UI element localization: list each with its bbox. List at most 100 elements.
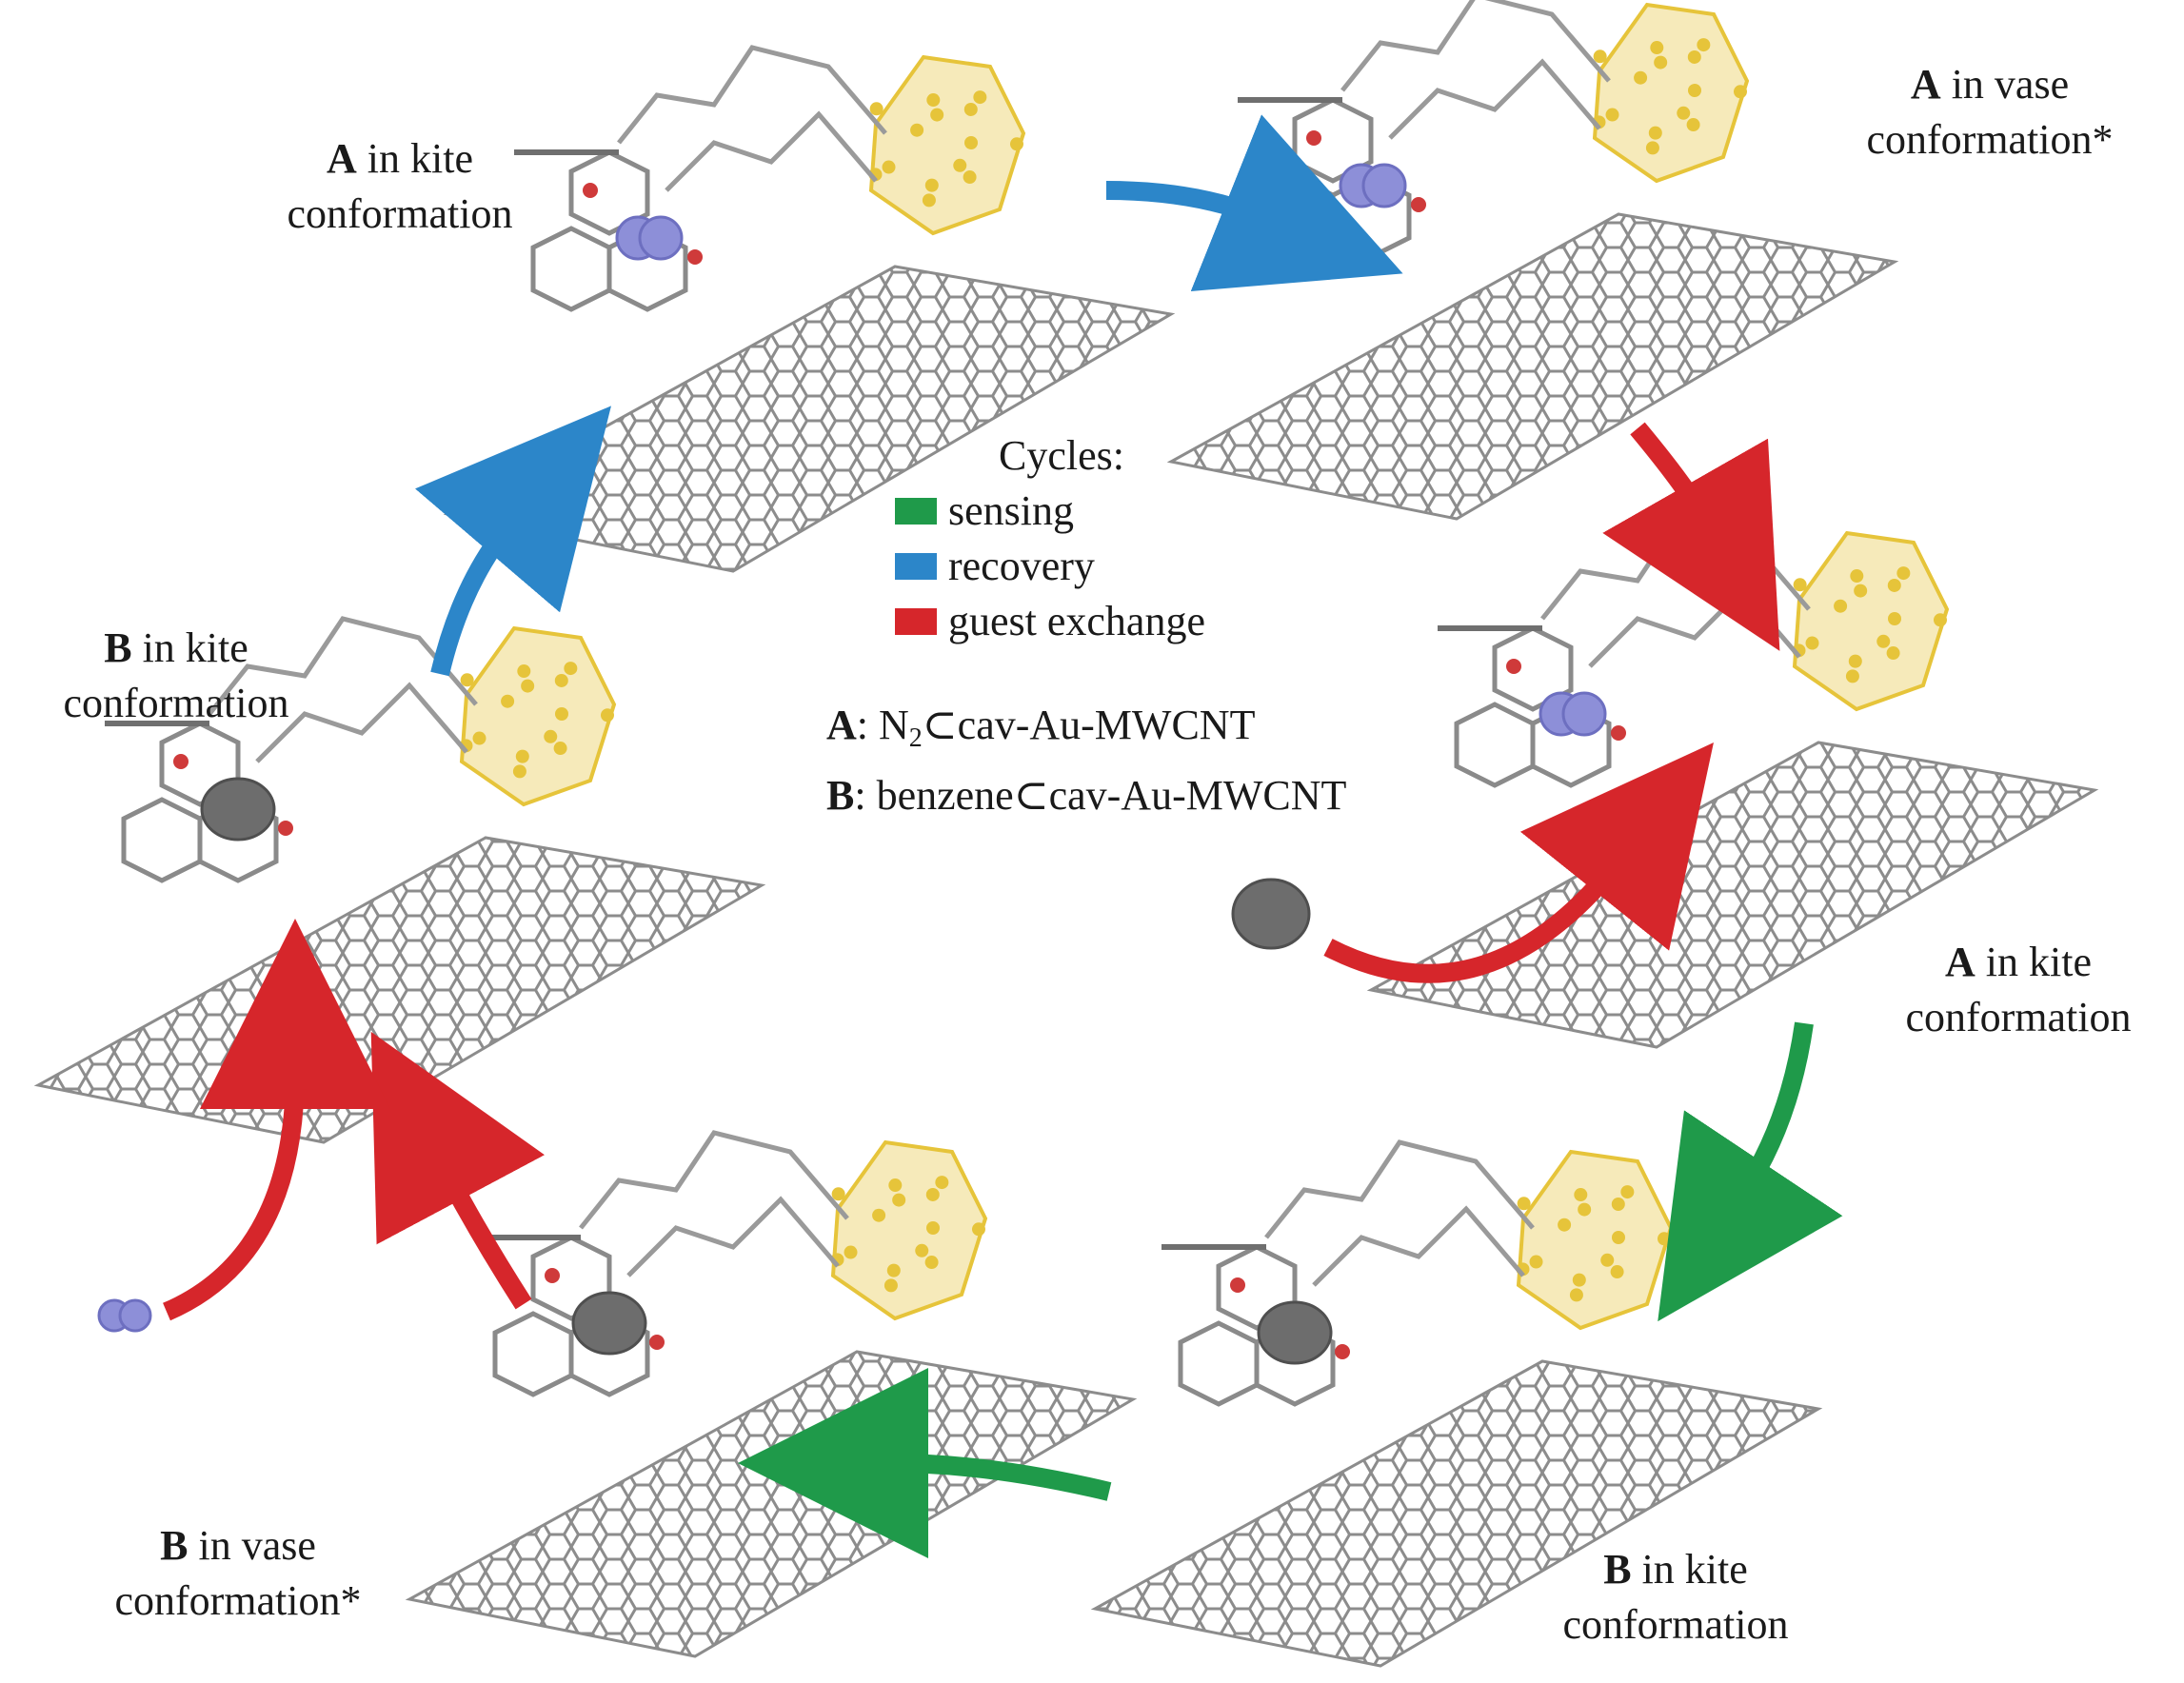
- linker-chain: [579, 1130, 849, 1230]
- cycle-arrow: [1323, 742, 1715, 983]
- gold-atom: [1634, 70, 1648, 85]
- gold-atom: [1933, 613, 1947, 627]
- label-text: in kite: [142, 624, 248, 671]
- label-text: conformation: [1562, 1601, 1789, 1648]
- gold-atom: [1529, 1255, 1543, 1269]
- gold-cluster: [1516, 1149, 1674, 1331]
- linker-chain: [208, 616, 478, 716]
- legend-label: sensing: [948, 487, 1074, 534]
- linker-chain: [1312, 1205, 1525, 1287]
- gold-atom: [1854, 584, 1868, 598]
- graphene-sheet: [33, 836, 766, 1144]
- legend-label: guest exchange: [948, 598, 1205, 644]
- gold-atom: [1645, 141, 1659, 155]
- legend-item-sensing: sensing: [895, 484, 1233, 539]
- gold-atom: [886, 1263, 901, 1277]
- nitrogen-molecule: [118, 1298, 152, 1333]
- linker-chain: [617, 45, 887, 145]
- label-letter: B: [104, 624, 132, 671]
- benzene-molecule: [1231, 878, 1311, 950]
- gold-atom: [882, 160, 896, 174]
- legend-label: recovery: [948, 543, 1095, 589]
- nitrogen-molecule: [1361, 163, 1407, 208]
- gold-atom: [1650, 41, 1664, 55]
- oxygen-atom: [545, 1268, 560, 1283]
- gold-atom: [831, 1187, 845, 1201]
- gold-atom: [1888, 612, 1901, 625]
- gold-atom: [915, 1243, 929, 1257]
- gold-atom: [1610, 1265, 1624, 1279]
- molecule-panel: [1166, 0, 1899, 521]
- oxygen-atom: [1506, 659, 1521, 674]
- gold-atom: [515, 749, 529, 763]
- gold-atom: [564, 662, 578, 676]
- gold-cluster: [868, 54, 1026, 236]
- oxygen-atom: [173, 754, 189, 769]
- gold-atom: [1569, 1288, 1583, 1302]
- label-text: in kite: [1985, 939, 2092, 985]
- gold-atom: [1654, 55, 1668, 69]
- gold-atom: [1733, 85, 1747, 99]
- gold-atom: [1876, 634, 1891, 648]
- label-letter: B: [160, 1522, 189, 1569]
- gold-atom: [971, 1222, 985, 1237]
- gold-atom: [1887, 578, 1901, 592]
- label-text: in kite: [1641, 1546, 1748, 1593]
- gold-cluster: [459, 625, 617, 807]
- gold-atom: [963, 170, 977, 185]
- linker-chain: [1264, 1139, 1535, 1239]
- gold-atom: [1612, 1231, 1625, 1244]
- gold-cluster: [1792, 530, 1950, 712]
- gold-atom: [553, 742, 567, 756]
- gold-atom: [1593, 50, 1607, 64]
- label-bottom-left: B in vase conformation*: [81, 1518, 395, 1629]
- gold-atom: [924, 178, 939, 192]
- cycle-arrow: [1658, 1021, 1843, 1322]
- legend-swatch-guest-exchange: [895, 608, 937, 635]
- definition-letter: A: [826, 702, 857, 748]
- gold-atom: [1848, 654, 1862, 668]
- label-text: conformation: [63, 680, 289, 726]
- gold-atom: [1574, 1188, 1588, 1202]
- linker-chain: [1388, 58, 1601, 140]
- gold-atom: [973, 90, 987, 105]
- definition-a: A: N2⊂cav-Au-MWCNT: [826, 697, 1346, 767]
- gold-atom: [1572, 1273, 1586, 1287]
- gold-atom: [1611, 1197, 1625, 1211]
- gold-atom: [460, 673, 474, 687]
- benzene-molecule: [1257, 1300, 1333, 1365]
- gold-atom: [501, 694, 515, 708]
- molecule-panel: [405, 1130, 1138, 1658]
- gold-atom: [1805, 636, 1819, 650]
- gold-atom: [1578, 1202, 1592, 1217]
- gold-atom: [1620, 1185, 1635, 1199]
- gold-atom: [1697, 38, 1711, 52]
- definition-formula: N: [879, 702, 909, 748]
- label-text: conformation*: [114, 1577, 362, 1624]
- definition-subscript: 2: [908, 723, 923, 753]
- gold-atom: [1886, 646, 1900, 661]
- graphene-sheet: [1166, 212, 1899, 521]
- cycle-arrow: [370, 1031, 546, 1310]
- oxygen-atom: [1611, 725, 1626, 741]
- oxygen-atom: [278, 821, 293, 836]
- gold-atom: [884, 1278, 898, 1293]
- gold-atom: [953, 158, 967, 172]
- label-letter: A: [327, 135, 357, 182]
- gold-atom: [1850, 569, 1864, 584]
- definition-letter: B: [826, 772, 855, 819]
- molecule-panel: [443, 45, 1176, 573]
- cycle-arrow: [1602, 422, 1780, 651]
- oxygen-atom: [1411, 197, 1426, 212]
- label-letter: A: [1910, 61, 1941, 108]
- gold-atom: [1834, 599, 1848, 613]
- gold-atom: [1687, 50, 1701, 64]
- oxygen-atom: [583, 183, 598, 198]
- graphene-sheet: [443, 265, 1176, 573]
- legend-item-guest-exchange: guest exchange: [895, 594, 1233, 649]
- gold-atom: [922, 193, 936, 208]
- legend-swatch-recovery: [895, 553, 937, 580]
- gold-atom: [1648, 126, 1662, 140]
